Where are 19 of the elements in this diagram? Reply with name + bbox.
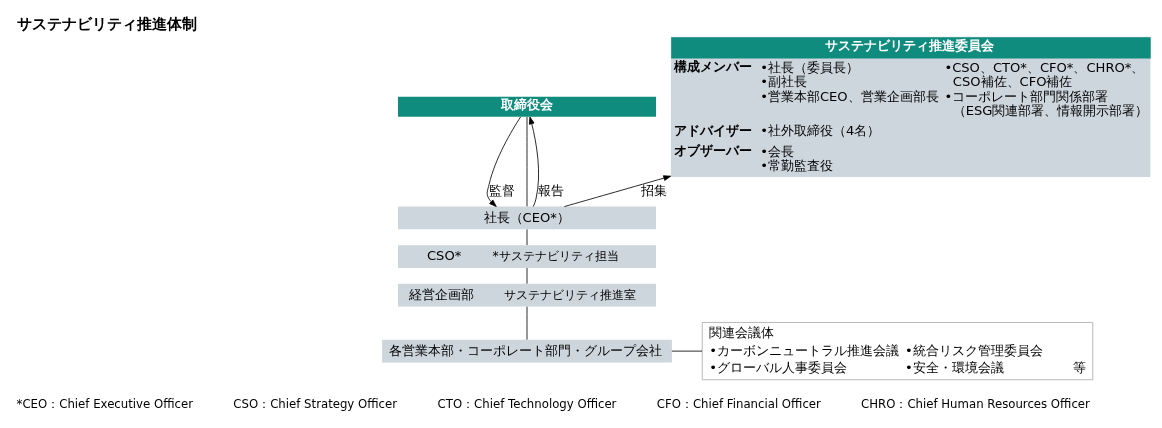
- arrow: [486, 116, 521, 207]
- node-box: 各営業本部・コーポレート部門・グループ会社: [382, 339, 672, 362]
- label: CFO：Chief Financial Officer: [656, 396, 821, 411]
- node-box: CSO* *サステナビリティ担当: [398, 244, 657, 268]
- edge-label: 監督: [489, 182, 516, 198]
- label: CTO：Chief Technology Officer: [437, 396, 617, 411]
- label: CHRO：Chief Human Resources Officer: [861, 396, 1090, 411]
- node-box: 関連会議体 •カーボンニュートラル推進会議 •統合リスク管理委員会 •グローバル人事委員会 •安全・環境会議 等: [701, 321, 1094, 380]
- node-box: 取締役会: [398, 96, 657, 117]
- label: *CEO：Chief Executive Officer: [16, 396, 193, 411]
- connector: [526, 116, 528, 207]
- edge-label: 報告: [538, 182, 565, 198]
- arrow: [528, 116, 539, 207]
- node-box: 経営企画部 サステナビリティ推進室: [398, 283, 657, 307]
- edge-label: 招集: [640, 182, 667, 198]
- diagram-title: サステナビリティ推進体制: [17, 14, 198, 33]
- label: CSO：Chief Strategy Officer: [233, 396, 398, 411]
- node-box: 社長（CEO*）: [398, 206, 657, 229]
- arrow: [564, 174, 672, 207]
